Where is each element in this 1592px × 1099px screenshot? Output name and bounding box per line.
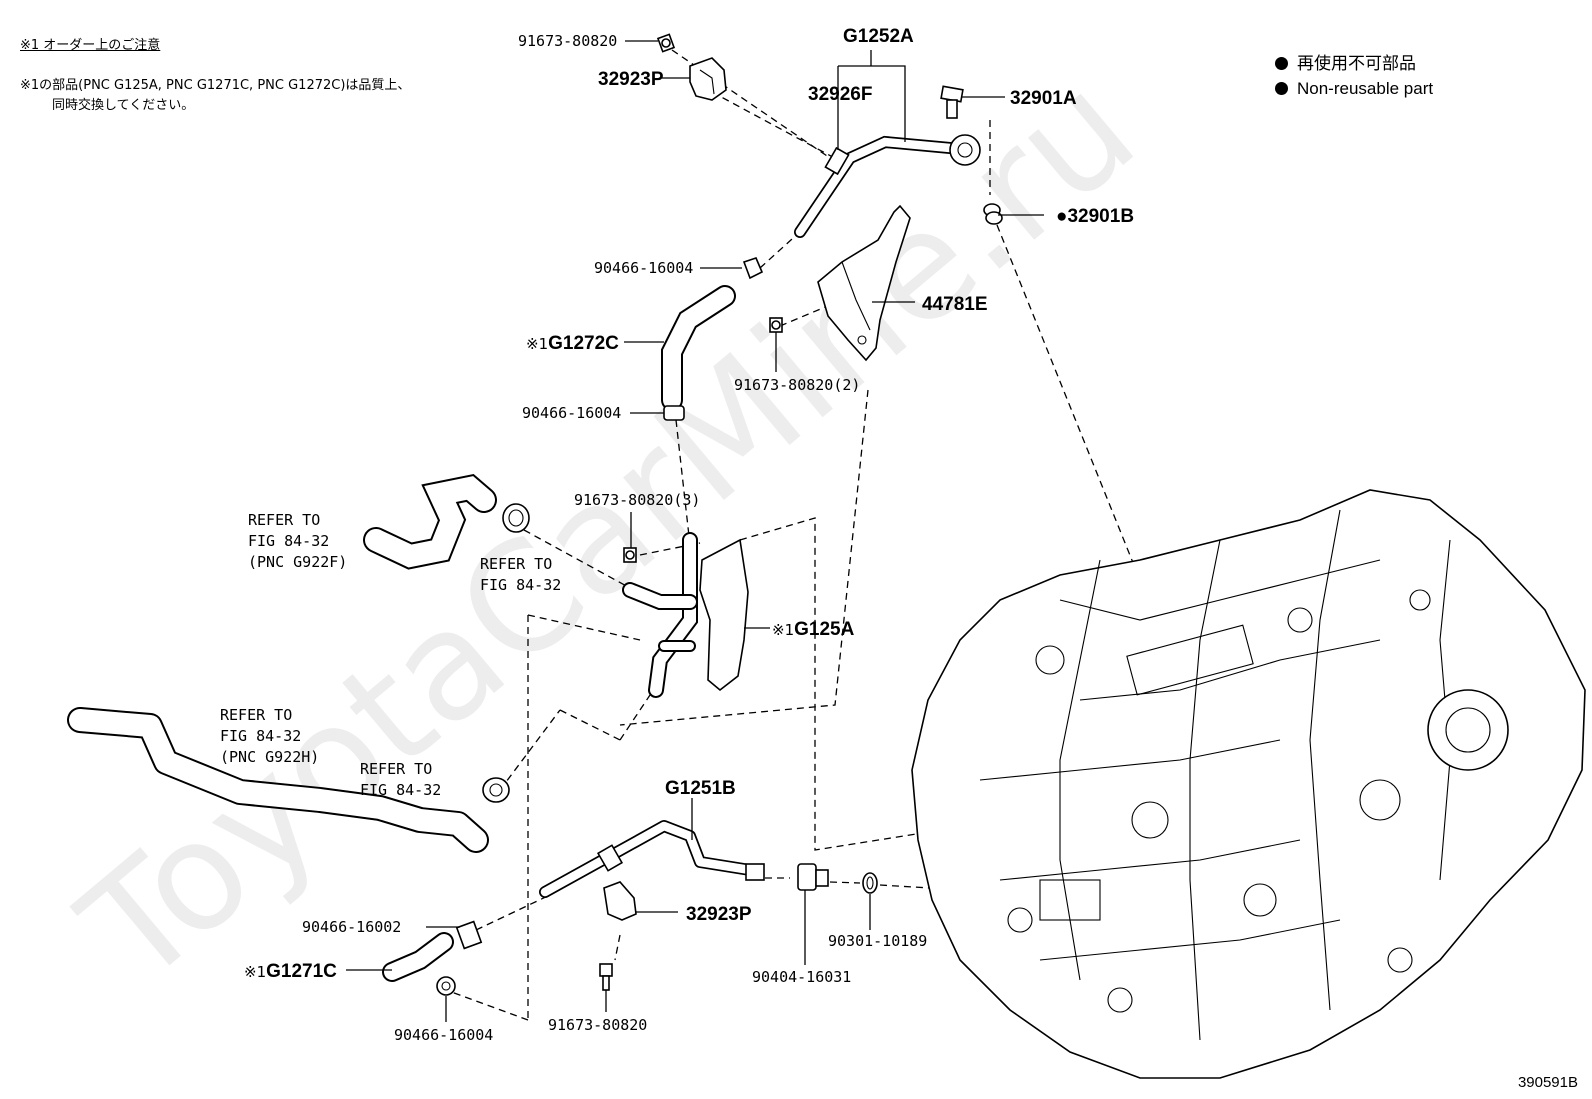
label-90466-16004-upper: 90466-16004 (594, 259, 693, 277)
clamp-hose-G922H (482, 777, 510, 803)
label-G1252A: G1252A (843, 26, 914, 47)
legend-non-reusable-jp: 再使用不可部品 (1275, 52, 1416, 75)
hose-G1271C (382, 932, 454, 982)
refer-g922f: REFER TO FIG 84-32 (PNC G922F) (248, 511, 347, 571)
order-note-line-2: 同時交換してください。 (52, 98, 195, 113)
clamp-32923P-top (689, 57, 727, 101)
pipe-G1251B (539, 820, 765, 898)
label-90466-16004-mid: 90466-16004 (522, 404, 621, 422)
hose-G1272C (661, 285, 736, 411)
clamp-90466-16002 (455, 920, 483, 950)
label-G125A: ※1G125A (772, 619, 855, 640)
pipe-G1252A (794, 134, 981, 238)
legend-non-reusable-en: Non-reusable part (1275, 77, 1433, 100)
label-91673-80820-lower: 91673-80820 (548, 1016, 647, 1034)
refer-fig-84-32-a: REFER TO FIG 84-32 (480, 555, 561, 594)
label-32901A: 32901A (1010, 88, 1077, 109)
order-note-line-1: ※1の部品(PNC G125A, PNC G1271C, PNC G1272C)… (20, 78, 411, 93)
pipe-G125A (622, 532, 749, 698)
label-32901B: ●32901B (1056, 206, 1134, 227)
bolt-91673-80820-3 (623, 547, 637, 563)
assembly-lines (445, 49, 1149, 1021)
union-90404-16031 (797, 863, 829, 891)
gasket-90301-10189 (862, 872, 878, 894)
bolt-91673-80820-2 (769, 317, 783, 333)
label-91673-80820-2: 91673-80820(2) (734, 376, 860, 394)
label-91673-80820-top: 91673-80820 (518, 32, 617, 50)
label-G1272C: ※1G1272C (526, 333, 619, 354)
transaxle-assembly (911, 489, 1586, 1079)
label-G1271C: ※1G1271C (244, 961, 337, 982)
hose-G922H (67, 707, 489, 853)
clip-90466-16004-upper (742, 257, 764, 280)
clamp-hose-G922F (502, 503, 530, 533)
clamp-32923P-lower (603, 881, 637, 921)
label-90404-16031: 90404-16031 (752, 968, 851, 986)
bolt-91673-80820-lower (599, 963, 613, 991)
legend-dot-icon (1275, 57, 1288, 70)
clamp-90466-16004-mid (663, 405, 685, 421)
label-90466-16002: 90466-16002 (302, 918, 401, 936)
clamp-90466-16004-bottom (436, 976, 456, 996)
bracket-44781E (817, 204, 911, 362)
callout-labels: 91673-80820 32923P G1252A 32926F 32901A … (244, 26, 1134, 1044)
hose-G922F (363, 474, 497, 570)
label-32923P-lower: 32923P (686, 904, 752, 925)
label-G1251B: G1251B (665, 778, 736, 799)
label-90466-16004-bottom: 90466-16004 (394, 1026, 493, 1044)
bolt-32901A (940, 85, 964, 119)
refer-fig-84-32-b: REFER TO FIG 84-32 (360, 760, 441, 799)
bolt-91673-80820-top (656, 33, 676, 53)
refer-labels: REFER TO FIG 84-32 (PNC G922F) REFER TO … (220, 511, 561, 799)
order-note-title: ※1 オーダー上のご注意 (20, 38, 161, 53)
leader-lines (346, 40, 1044, 1022)
gasket-32901B (983, 203, 1003, 225)
label-44781E: 44781E (922, 294, 988, 315)
label-32926F: 32926F (808, 84, 872, 105)
refer-g922h: REFER TO FIG 84-32 (PNC G922H) (220, 706, 319, 766)
label-32923P-top: 32923P (598, 69, 664, 90)
label-90301-10189: 90301-10189 (828, 932, 927, 950)
label-91673-80820-3: 91673-80820(3) (574, 491, 700, 509)
legend-dot-icon (1275, 82, 1288, 95)
figure-id: 390591B (1517, 1074, 1578, 1091)
